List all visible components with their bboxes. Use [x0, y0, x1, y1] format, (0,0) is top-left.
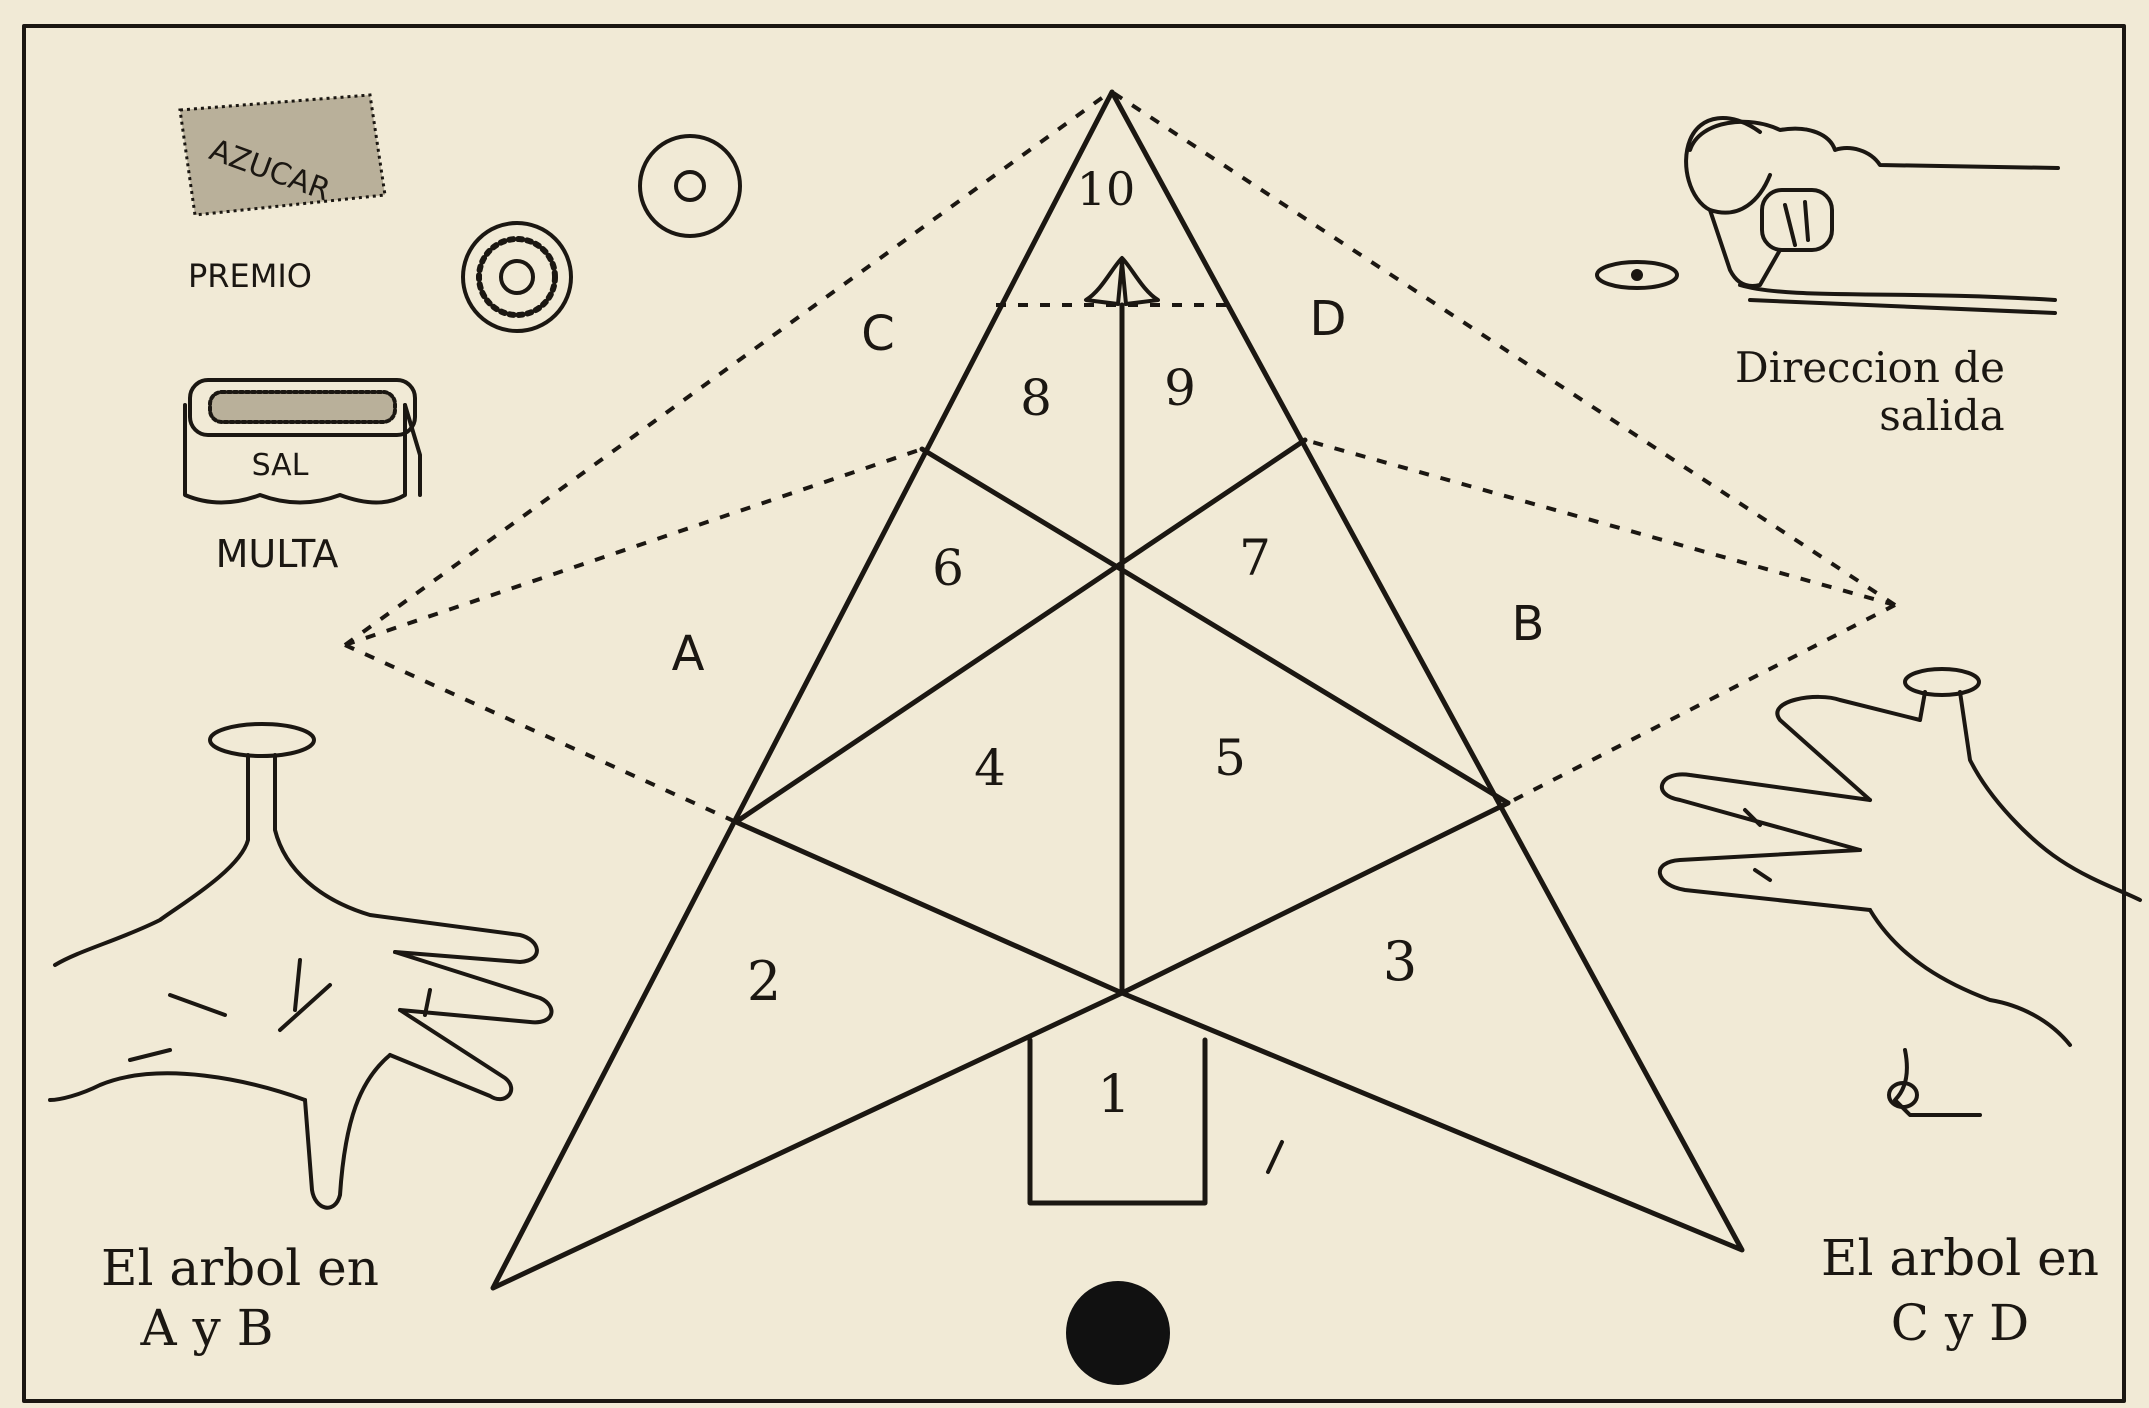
zone-9: 9	[1164, 359, 1196, 417]
zone-7: 7	[1239, 529, 1271, 587]
zone-2: 2	[747, 950, 781, 1013]
zone-1: 1	[1097, 1065, 1130, 1125]
multa-box-text: SAL	[252, 448, 309, 483]
stray-mark	[1268, 1142, 1282, 1172]
zone-4: 4	[974, 739, 1006, 797]
tree-ab-line2: A y B	[140, 1299, 274, 1357]
region-c: C	[861, 306, 895, 362]
tree-ab-line1: El arbol en	[101, 1239, 379, 1297]
flicking-hand-icon	[1597, 118, 2058, 313]
multa-salt-box	[185, 380, 420, 503]
tree-cd-line2: C y D	[1891, 1294, 2029, 1352]
black-ball-icon	[1066, 1281, 1170, 1385]
hand-tree-cd-icon	[1660, 669, 2140, 1115]
path-b-to-low-right	[1508, 605, 1895, 803]
region-letters: A B C D	[672, 291, 1545, 682]
zone-5: 5	[1214, 729, 1246, 787]
path-a-to-apex	[345, 92, 1110, 645]
region-b: B	[1512, 596, 1545, 652]
zone-10: 10	[1077, 162, 1136, 216]
coin-icon	[640, 136, 740, 236]
zone-6: 6	[932, 539, 964, 597]
zone-3: 3	[1383, 930, 1417, 993]
premio-label: PREMIO	[188, 257, 312, 295]
direction-label-line2: salida	[1879, 391, 2004, 440]
premio-sugar-box: AZUCAR	[180, 95, 385, 215]
multa-label: MULTA	[216, 532, 339, 576]
apex-arrowhead	[1086, 258, 1158, 304]
line-right-low-to-center	[1122, 803, 1508, 993]
region-a: A	[672, 626, 705, 682]
coin-icon-ringed	[463, 223, 571, 331]
hand-tree-ab-icon	[50, 724, 551, 1208]
region-d: D	[1310, 291, 1347, 347]
line-left-low-to-center	[736, 822, 1122, 993]
direction-label-line1: Direccion de	[1735, 343, 2005, 392]
zone-8: 8	[1020, 369, 1052, 427]
tree-cd-line1: El arbol en	[1821, 1229, 2099, 1287]
path-b-to-right-notch	[1305, 440, 1895, 605]
path-a-to-left-notch	[345, 449, 922, 645]
